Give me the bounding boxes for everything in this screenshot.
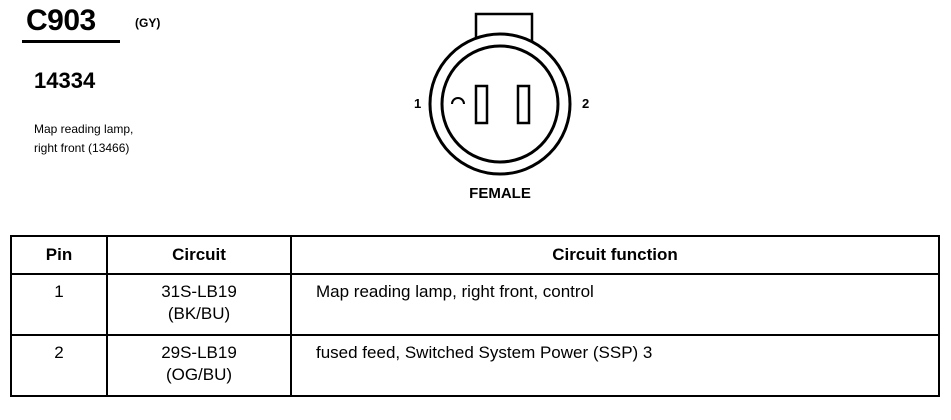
table-row: 1 31S-LB19 (BK/BU) Map reading lamp, rig…	[10, 273, 940, 336]
row-pin: 1	[10, 273, 108, 336]
header-circuit-function: Circuit function	[290, 235, 940, 275]
part-number: 14334	[34, 68, 96, 93]
row-circuit-function: Map reading lamp, right front, control	[290, 273, 940, 336]
circuit-code: 29S-LB19	[161, 343, 237, 362]
table-row: 2 29S-LB19 (OG/BU) fused feed, Switched …	[10, 334, 940, 397]
connector-gender: FEMALE	[469, 185, 531, 202]
description-line-2: right front (13466)	[34, 141, 130, 155]
pin-2-socket	[516, 84, 531, 125]
row-circuit-function: fused feed, Switched System Power (SSP) …	[290, 334, 940, 397]
header-circuit: Circuit	[106, 235, 292, 275]
circuit-code: 31S-LB19	[161, 282, 237, 301]
circuit-wire-color: (OG/BU)	[165, 365, 233, 384]
table-header-row: Pin Circuit Circuit function	[10, 235, 940, 275]
row-circuit: 31S-LB19 (BK/BU)	[106, 273, 292, 336]
description-line-1: Map reading lamp,	[34, 122, 134, 136]
pin-table: Pin Circuit Circuit function 1 31S-LB19 …	[10, 235, 940, 397]
row-pin: 2	[10, 334, 108, 397]
connector-id: C903	[26, 4, 96, 37]
circuit-wire-color: (BK/BU)	[167, 304, 231, 323]
connector-description: Map reading lamp, right front (13466)	[34, 120, 254, 158]
header-pin: Pin	[10, 235, 108, 275]
pin-2-label: 2	[582, 96, 589, 111]
pin-1-socket	[474, 84, 489, 125]
connector-id-underline	[22, 40, 120, 43]
connector-face-diagram: 1 2	[414, 12, 589, 176]
row-circuit: 29S-LB19 (OG/BU)	[106, 334, 292, 397]
connector-inner-ring	[440, 44, 560, 164]
pin-1-label: 1	[414, 96, 421, 111]
connector-color-code: (GY)	[135, 16, 161, 30]
